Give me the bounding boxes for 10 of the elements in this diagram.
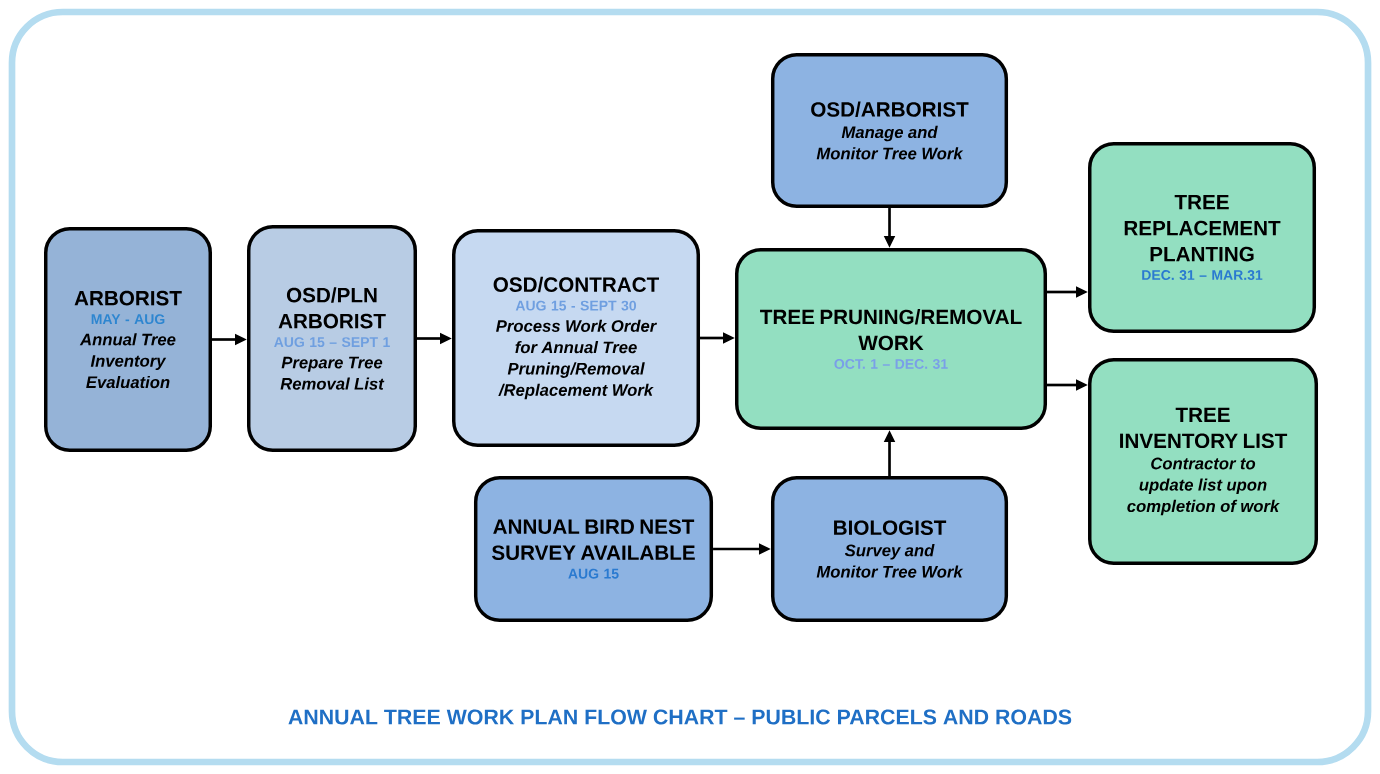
- process-box: TREE INVENTORY LIST Contractor to update list upon completion of work: [1088, 357, 1319, 566]
- process-box: ARBORIST MAY - AUG Annual Tree Inventory Evaluation: [44, 226, 212, 453]
- process-box: OSD/ARBORIST Manage and Monitor Tree Work: [770, 52, 1009, 209]
- process-box: BIOLOGIST Survey and Monitor Tree Work: [770, 476, 1009, 622]
- process-box: OSD/CONTRACT AUG 15 - SEPT 30 Process Work Order for Annual Tree Pruning/Removal /Replacement Work: [452, 229, 700, 447]
- caption: ANNUAL TREE WORK PLAN FLOW CHART – PUBLIC PARCELS AND ROADS: [288, 709, 1072, 725]
- process-box: TREE REPLACEMENT PLANTING DEC. 31 – MAR.31: [1088, 141, 1317, 334]
- process-box: TREE PRUNING/REMOVAL WORK OCT. 1 – DEC. 31: [735, 248, 1047, 430]
- process-box: ANNUAL BIRD NEST SURVEY AVAILABLE AUG 15: [473, 476, 714, 622]
- process-box: OSD/PLN ARBORIST AUG 15 – SEPT 1 Prepare Tree Removal List: [247, 224, 417, 453]
